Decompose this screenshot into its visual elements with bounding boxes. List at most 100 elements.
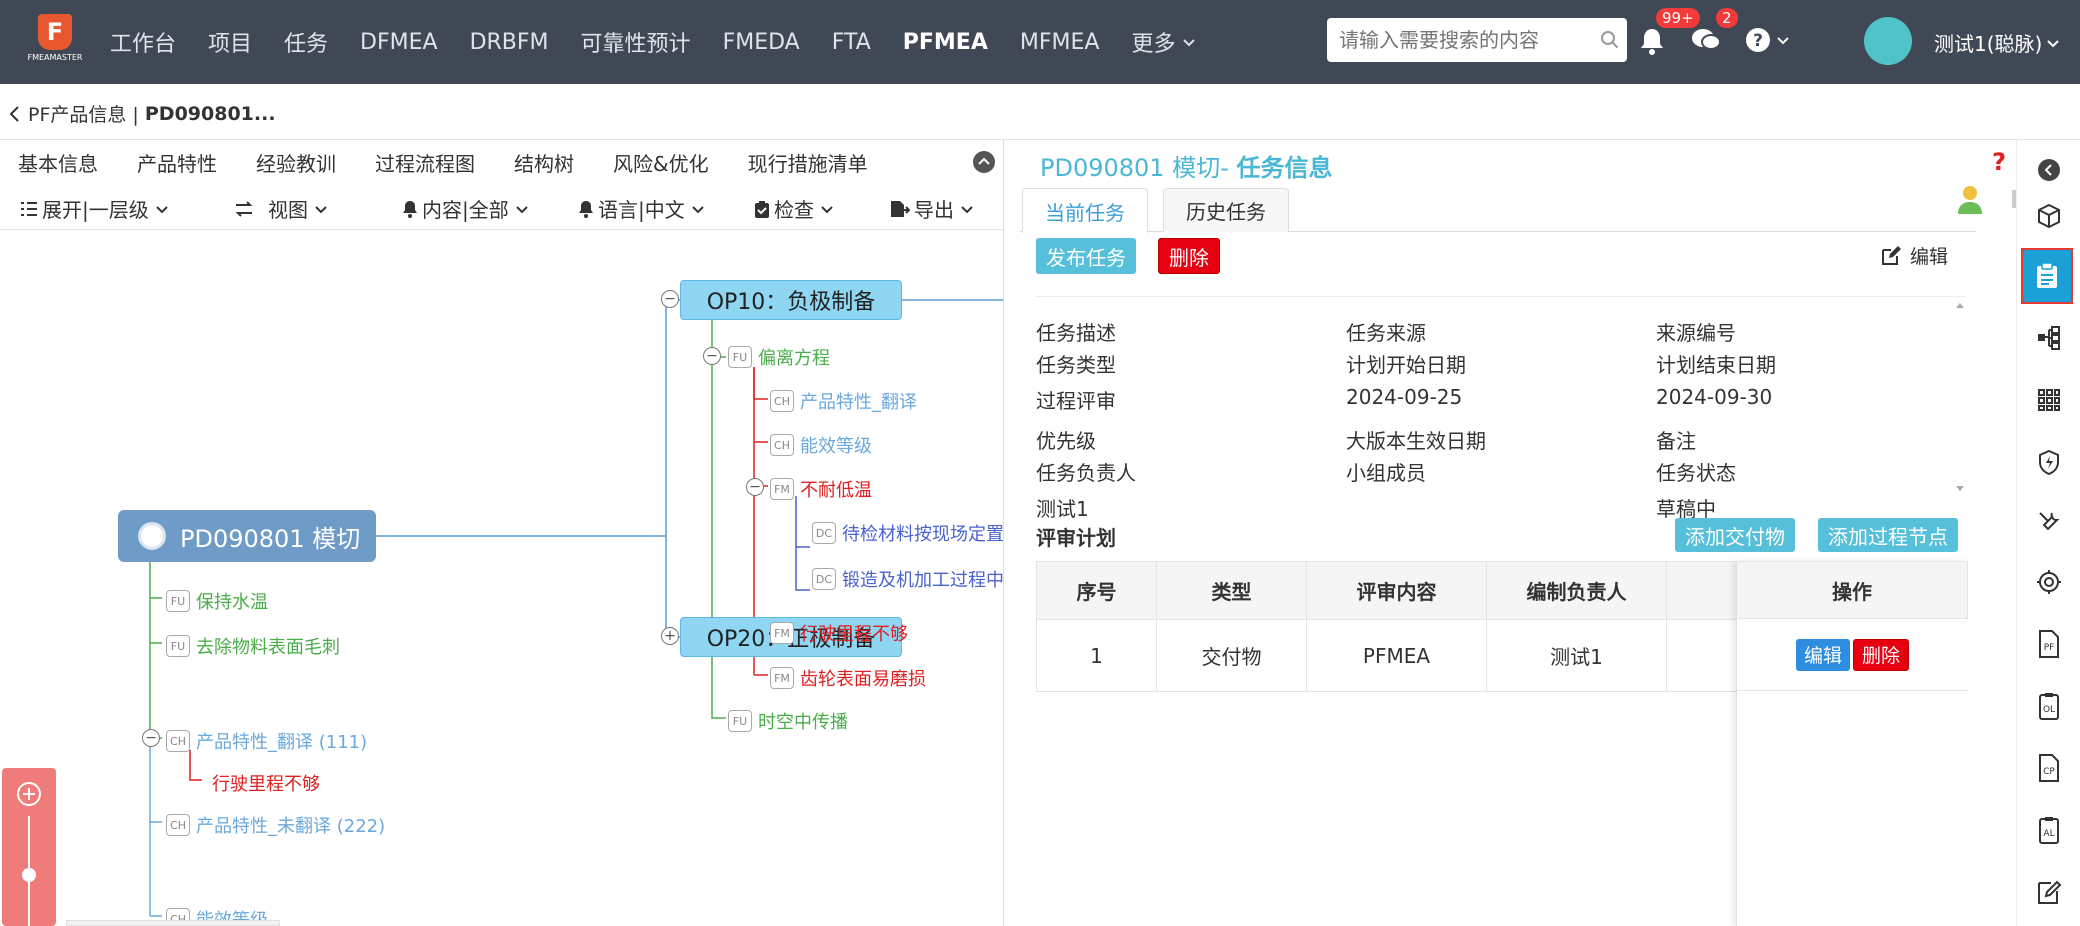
scroll-up-icon[interactable]: [1954, 300, 1966, 312]
table-row[interactable]: 1 交付物 PFMEA 测试1: [1036, 619, 1737, 692]
tree-node-fm[interactable]: 行驶里程不够: [212, 770, 320, 796]
export-label: 导出: [914, 198, 954, 222]
field-value-start-date: 2024-09-25: [1346, 385, 1463, 409]
collapse-fm-icon[interactable]: −: [746, 478, 764, 496]
root-node[interactable]: PD090801 模切: [118, 510, 376, 562]
rail-task-info[interactable]: [2021, 248, 2073, 304]
nav-item-pfmea[interactable]: PFMEA: [902, 29, 988, 55]
collapse-up-icon[interactable]: [972, 150, 996, 174]
rail-settings[interactable]: [2029, 562, 2069, 602]
rail-note-edit[interactable]: [2029, 872, 2069, 912]
help-question-icon[interactable]: ?: [1992, 148, 2006, 176]
nav-item-dfmea[interactable]: DFMEA: [360, 29, 438, 55]
rail-shield[interactable]: [2029, 442, 2069, 482]
collapse-rail-button[interactable]: [2029, 150, 2069, 190]
user-menu[interactable]: 测试1(聪脉): [1934, 28, 2060, 57]
zoom-in-icon[interactable]: [15, 780, 43, 808]
language-dropdown[interactable]: 语言|中文: [578, 194, 709, 223]
tab-lessons-learned[interactable]: 经验教训: [256, 151, 336, 176]
rail-flow[interactable]: [2029, 318, 2069, 358]
nav-item-fmeda[interactable]: FMEDA: [722, 29, 800, 55]
col-header-content[interactable]: 评审内容: [1306, 561, 1487, 620]
tab-process-flow[interactable]: 过程流程图: [375, 151, 475, 176]
svg-text:PF: PF: [2044, 643, 2055, 653]
nav-item-drbfm[interactable]: DRBFM: [469, 29, 549, 55]
collapse-fu-icon[interactable]: −: [703, 347, 721, 365]
collapse-ch-icon[interactable]: −: [142, 729, 160, 747]
publish-task-button[interactable]: 发布任务: [1036, 238, 1136, 274]
tab-structure-tree[interactable]: 结构树: [514, 151, 574, 176]
zoom-slider[interactable]: [2, 768, 56, 926]
rail-cube[interactable]: [2029, 196, 2069, 236]
nav-item-mfmea[interactable]: MFMEA: [1019, 29, 1100, 55]
op10-node[interactable]: OP10：负极制备: [680, 280, 902, 320]
rail-pf-doc[interactable]: PF: [2029, 624, 2069, 664]
breadcrumb-current: PD090801...: [144, 102, 276, 125]
col-header-no[interactable]: 序号: [1036, 561, 1157, 620]
tab-product-characteristics[interactable]: 产品特性: [137, 151, 217, 176]
messages-button[interactable]: 2: [1690, 8, 1738, 58]
back-chevron-icon[interactable]: [8, 105, 22, 123]
info-scrollbar[interactable]: [1954, 300, 1966, 650]
add-deliverable-button[interactable]: 添加交付物: [1675, 518, 1795, 552]
row-edit-button[interactable]: 编辑: [1795, 638, 1850, 671]
help-menu[interactable]: ?: [1744, 26, 1790, 54]
check-dropdown[interactable]: 检查: [754, 194, 838, 223]
rail-grid[interactable]: [2029, 380, 2069, 420]
nav-more-menu[interactable]: 更多: [1131, 26, 1197, 58]
mindmap-pane: 基本信息 产品特性 经验教训 过程流程图 结构树 风险&优化 现行措施清单 展开…: [0, 140, 1004, 926]
bottom-hint-bar: [66, 920, 280, 926]
expand-level-dropdown[interactable]: 展开|一层级: [20, 194, 173, 223]
nav-item-reliability[interactable]: 可靠性预计: [580, 32, 691, 57]
tag-badge: FU: [728, 710, 752, 732]
tab-basic-info[interactable]: 基本信息: [18, 151, 98, 176]
nav-item-task[interactable]: 任务: [284, 32, 329, 57]
add-process-node-button[interactable]: 添加过程节点: [1818, 518, 1958, 552]
user-avatar[interactable]: [1864, 17, 1912, 65]
rail-cp-doc[interactable]: CP: [2029, 748, 2069, 788]
tab-history-task[interactable]: 历史任务: [1163, 188, 1289, 232]
edit-task-link[interactable]: 编辑: [1880, 242, 1948, 269]
tab-current-measures[interactable]: 现行措施清单: [747, 151, 868, 176]
delete-task-button[interactable]: 删除: [1158, 238, 1220, 274]
rail-al-doc[interactable]: AL: [2029, 810, 2069, 850]
view-dropdown[interactable]: 视图: [234, 194, 332, 223]
expand-op20-icon[interactable]: +: [661, 627, 679, 645]
search-icon[interactable]: [1593, 30, 1627, 50]
tab-current-task[interactable]: 当前任务: [1022, 188, 1148, 233]
col-header-type[interactable]: 类型: [1156, 561, 1307, 620]
tab-risk-optimization[interactable]: 风险&优化: [613, 151, 709, 176]
field-label-priority: 优先级: [1036, 429, 1096, 453]
app-logo[interactable]: F FMEAMASTER: [26, 14, 84, 68]
notification-bell[interactable]: 99+: [1638, 8, 1700, 60]
user-figure-icon[interactable]: [1956, 184, 1984, 214]
zoom-handle[interactable]: [22, 868, 36, 882]
breadcrumb-parent[interactable]: PF产品信息 |: [28, 104, 139, 126]
search-input[interactable]: [1339, 28, 1593, 52]
nav-item-fta[interactable]: FTA: [831, 29, 871, 55]
collapse-op10-icon[interactable]: −: [661, 290, 679, 308]
nav-item-workbench[interactable]: 工作台: [110, 32, 177, 57]
nav-item-project[interactable]: 项目: [208, 32, 253, 57]
content-filter-dropdown[interactable]: 内容|全部: [402, 194, 533, 223]
row-delete-button[interactable]: 删除: [1853, 638, 1910, 671]
col-header-owner[interactable]: 编制负责人: [1486, 561, 1667, 620]
rail-ol-doc[interactable]: OL: [2029, 686, 2069, 726]
flow-icon: [2038, 326, 2060, 350]
rail-tools[interactable]: [2029, 502, 2069, 542]
export-dropdown[interactable]: 导出: [890, 194, 978, 223]
scroll-down-icon[interactable]: [1954, 482, 1966, 494]
